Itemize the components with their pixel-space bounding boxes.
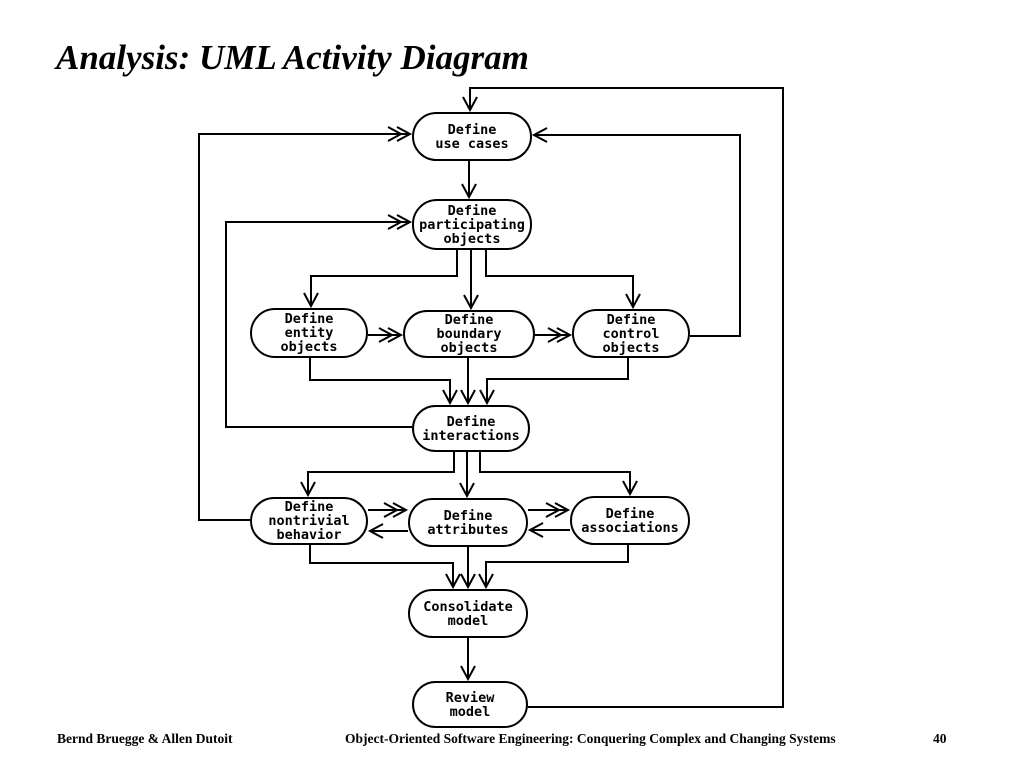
footer-book-title: Object-Oriented Software Engineering: Co… — [345, 731, 836, 746]
node-define-nontrivial-behavior-label: Define nontrivial behavior — [268, 499, 350, 543]
node-define-attributes-label: Define attributes — [427, 507, 509, 538]
node-define-boundary-objects: Define boundary objects — [403, 310, 535, 358]
edge-define-control-objects-to-define-use-cases — [531, 127, 741, 337]
edge-define-nontrivial-behavior-to-define-use-cases — [198, 126, 413, 521]
node-define-nontrivial-behavior: Define nontrivial behavior — [250, 497, 368, 545]
node-review-model-label: Review model — [445, 689, 495, 720]
node-define-entity-objects-label: Define entity objects — [280, 311, 338, 355]
edge-define-nontrivial-behavior-to-consolidate-model — [309, 545, 461, 590]
footer-page-number: 40 — [933, 731, 947, 746]
slide-title: Analysis: UML Activity Diagram — [56, 38, 529, 77]
edge-define-interactions-to-define-associations — [479, 452, 638, 497]
edge-define-control-objects-to-define-interactions — [479, 358, 629, 406]
node-define-associations-label: Define associations — [581, 505, 679, 536]
node-define-interactions: Define interactions — [412, 405, 530, 452]
node-define-attributes: Define attributes — [408, 498, 528, 547]
node-define-associations: Define associations — [570, 496, 690, 545]
node-define-boundary-objects-label: Define boundary objects — [436, 312, 502, 356]
node-consolidate-model: Consolidate model — [408, 589, 528, 638]
edge-define-interactions-to-define-nontrivial-behavior — [300, 452, 455, 498]
edge-define-interactions-to-define-participating-objects — [225, 214, 413, 428]
edge-define-associations-to-consolidate-model — [478, 545, 629, 590]
edge-define-participating-objects-to-define-entity-objects — [303, 250, 458, 309]
node-define-participating-objects: Define participating objects — [412, 199, 532, 250]
node-define-participating-objects-label: Define participating objects — [419, 202, 525, 247]
node-define-control-objects-label: Define control objects — [602, 311, 660, 356]
footer-authors: Bernd Bruegge & Allen Dutoit — [57, 731, 233, 746]
edge-define-participating-objects-to-define-control-objects — [485, 250, 641, 310]
node-define-entity-objects: Define entity objects — [250, 308, 368, 358]
node-define-use-cases-label: Define use cases — [435, 121, 509, 152]
edge-review-model-to-define-use-cases — [462, 87, 784, 708]
edge-define-entity-objects-to-define-interactions — [309, 358, 458, 406]
node-define-interactions-label: Define interactions — [422, 413, 520, 444]
node-define-control-objects: Define control objects — [572, 309, 690, 358]
node-consolidate-model-label: Consolidate model — [423, 598, 513, 629]
node-review-model: Review model — [412, 681, 528, 728]
node-define-use-cases: Define use cases — [412, 112, 532, 161]
